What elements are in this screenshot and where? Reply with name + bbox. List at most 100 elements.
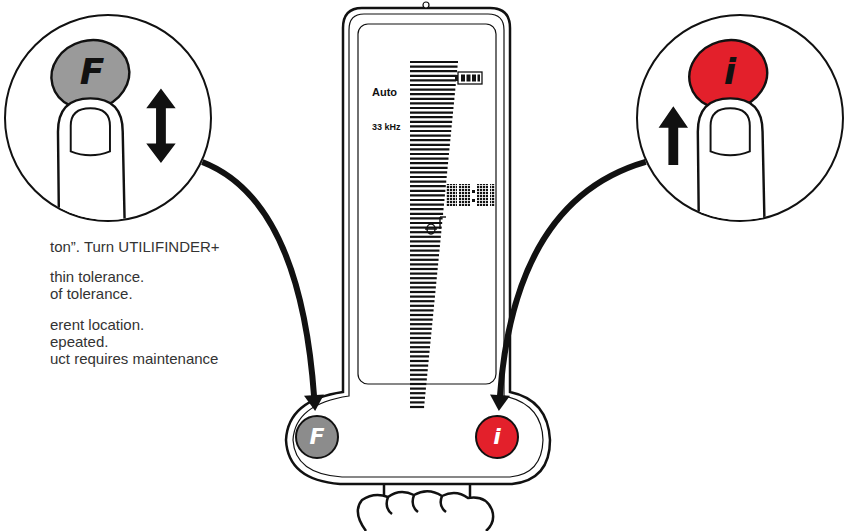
arrow-head (490, 394, 510, 411)
screen-readout: Auto (372, 86, 397, 99)
bar-segment (410, 217, 443, 219)
bar-segment (410, 107, 453, 109)
bar-segment (410, 250, 439, 252)
bar-segment (410, 236, 441, 238)
bar-segment (410, 130, 451, 132)
key-letter: i (724, 54, 736, 90)
bar-segment (410, 125, 452, 127)
probe-symbol (425, 217, 446, 234)
bar-segment (410, 153, 449, 155)
bar-segment (410, 351, 430, 353)
bar-segment (410, 355, 429, 357)
bar-segment (410, 231, 441, 233)
finger (58, 98, 125, 220)
bar-segment (410, 374, 427, 376)
bar-segment (410, 185, 446, 187)
bar-segment (410, 360, 429, 362)
zoom-callout: i (636, 14, 844, 222)
bar-segment (410, 401, 425, 403)
zoom-illustration (6, 16, 210, 220)
bar-segment (410, 273, 437, 275)
bar-segment (410, 240, 440, 242)
bar-segment (410, 75, 457, 77)
bar-segment (410, 199, 444, 201)
bar-segment (410, 111, 453, 113)
bar-segment (410, 263, 438, 265)
up-arrow (659, 106, 688, 165)
bar-segment (410, 88, 455, 90)
bar-segment (410, 148, 449, 150)
bar-segment (410, 171, 447, 173)
screen-readout: 33 kHz (372, 122, 401, 133)
device-inner-outline (293, 14, 543, 477)
bar-segment (410, 369, 428, 371)
fingernail (711, 108, 750, 155)
bar-segment (410, 162, 448, 164)
bar-segment (410, 406, 424, 408)
bar-segment (410, 135, 451, 137)
bar-segment (410, 332, 431, 334)
bar-segment (410, 79, 456, 81)
lanyard-hole (423, 2, 429, 8)
bar-segment (410, 319, 433, 321)
bar-segment (410, 337, 431, 339)
bar-segment (410, 139, 450, 141)
bar-segment (410, 388, 426, 390)
fingernail (71, 108, 110, 155)
bar-segment (410, 342, 430, 344)
instruction-text: thin tolerance. (48, 268, 146, 285)
bar-segment (410, 213, 443, 215)
bar-segment (410, 70, 457, 72)
bar-segment (410, 346, 430, 348)
bar-segment (410, 190, 445, 192)
instruction-text: uct requires maintenance (48, 350, 220, 367)
bar-segment (410, 158, 449, 160)
bar-segment (410, 397, 425, 399)
instruction-text: ton”. Turn UTILIFINDER+ (48, 238, 222, 255)
bar-segment (410, 296, 435, 298)
bar-segment (410, 144, 450, 146)
bar-segment (410, 277, 437, 279)
bar-segment (410, 259, 439, 261)
button-letter: F (309, 426, 324, 448)
instruction-text: erent location. (48, 316, 146, 333)
bar-segment (410, 194, 445, 196)
bar-graph (410, 62, 458, 407)
bar-segment (410, 65, 458, 67)
bar-segment (410, 181, 446, 183)
bar-segment (410, 227, 442, 229)
up-down-arrow (146, 89, 175, 164)
bar-segment (410, 98, 454, 100)
battery-icon (455, 72, 482, 84)
bar-segment (410, 392, 425, 394)
callout-arrow (202, 162, 324, 411)
bar-segment (410, 254, 439, 256)
device-button: i (475, 415, 519, 459)
bar-segment (410, 204, 444, 206)
bar-segment (410, 268, 438, 270)
bar-segment (410, 383, 426, 385)
bar-segment (410, 300, 434, 302)
arrow-head (304, 394, 324, 411)
arrow-shaft (500, 162, 646, 397)
bar-segment (410, 84, 456, 86)
dot-matrix-display (446, 184, 495, 206)
bar-segment (410, 245, 440, 247)
finger (698, 98, 765, 220)
bar-segment (410, 121, 452, 123)
bar-segment (410, 102, 454, 104)
key-letter: F (80, 54, 105, 90)
callout-arrow (490, 162, 646, 411)
bar-segment (410, 222, 442, 224)
bar-segment (410, 328, 432, 330)
button-letter: i (493, 426, 501, 448)
bar-segment (410, 309, 434, 311)
bar-segment (410, 282, 436, 284)
screen (358, 24, 496, 384)
bar-segment (410, 176, 447, 178)
instruction-text: of tolerance. (48, 285, 135, 302)
device-body (286, 8, 550, 484)
device-button: F (295, 415, 339, 459)
bar-segment (410, 365, 428, 367)
bar-segment (410, 116, 453, 118)
